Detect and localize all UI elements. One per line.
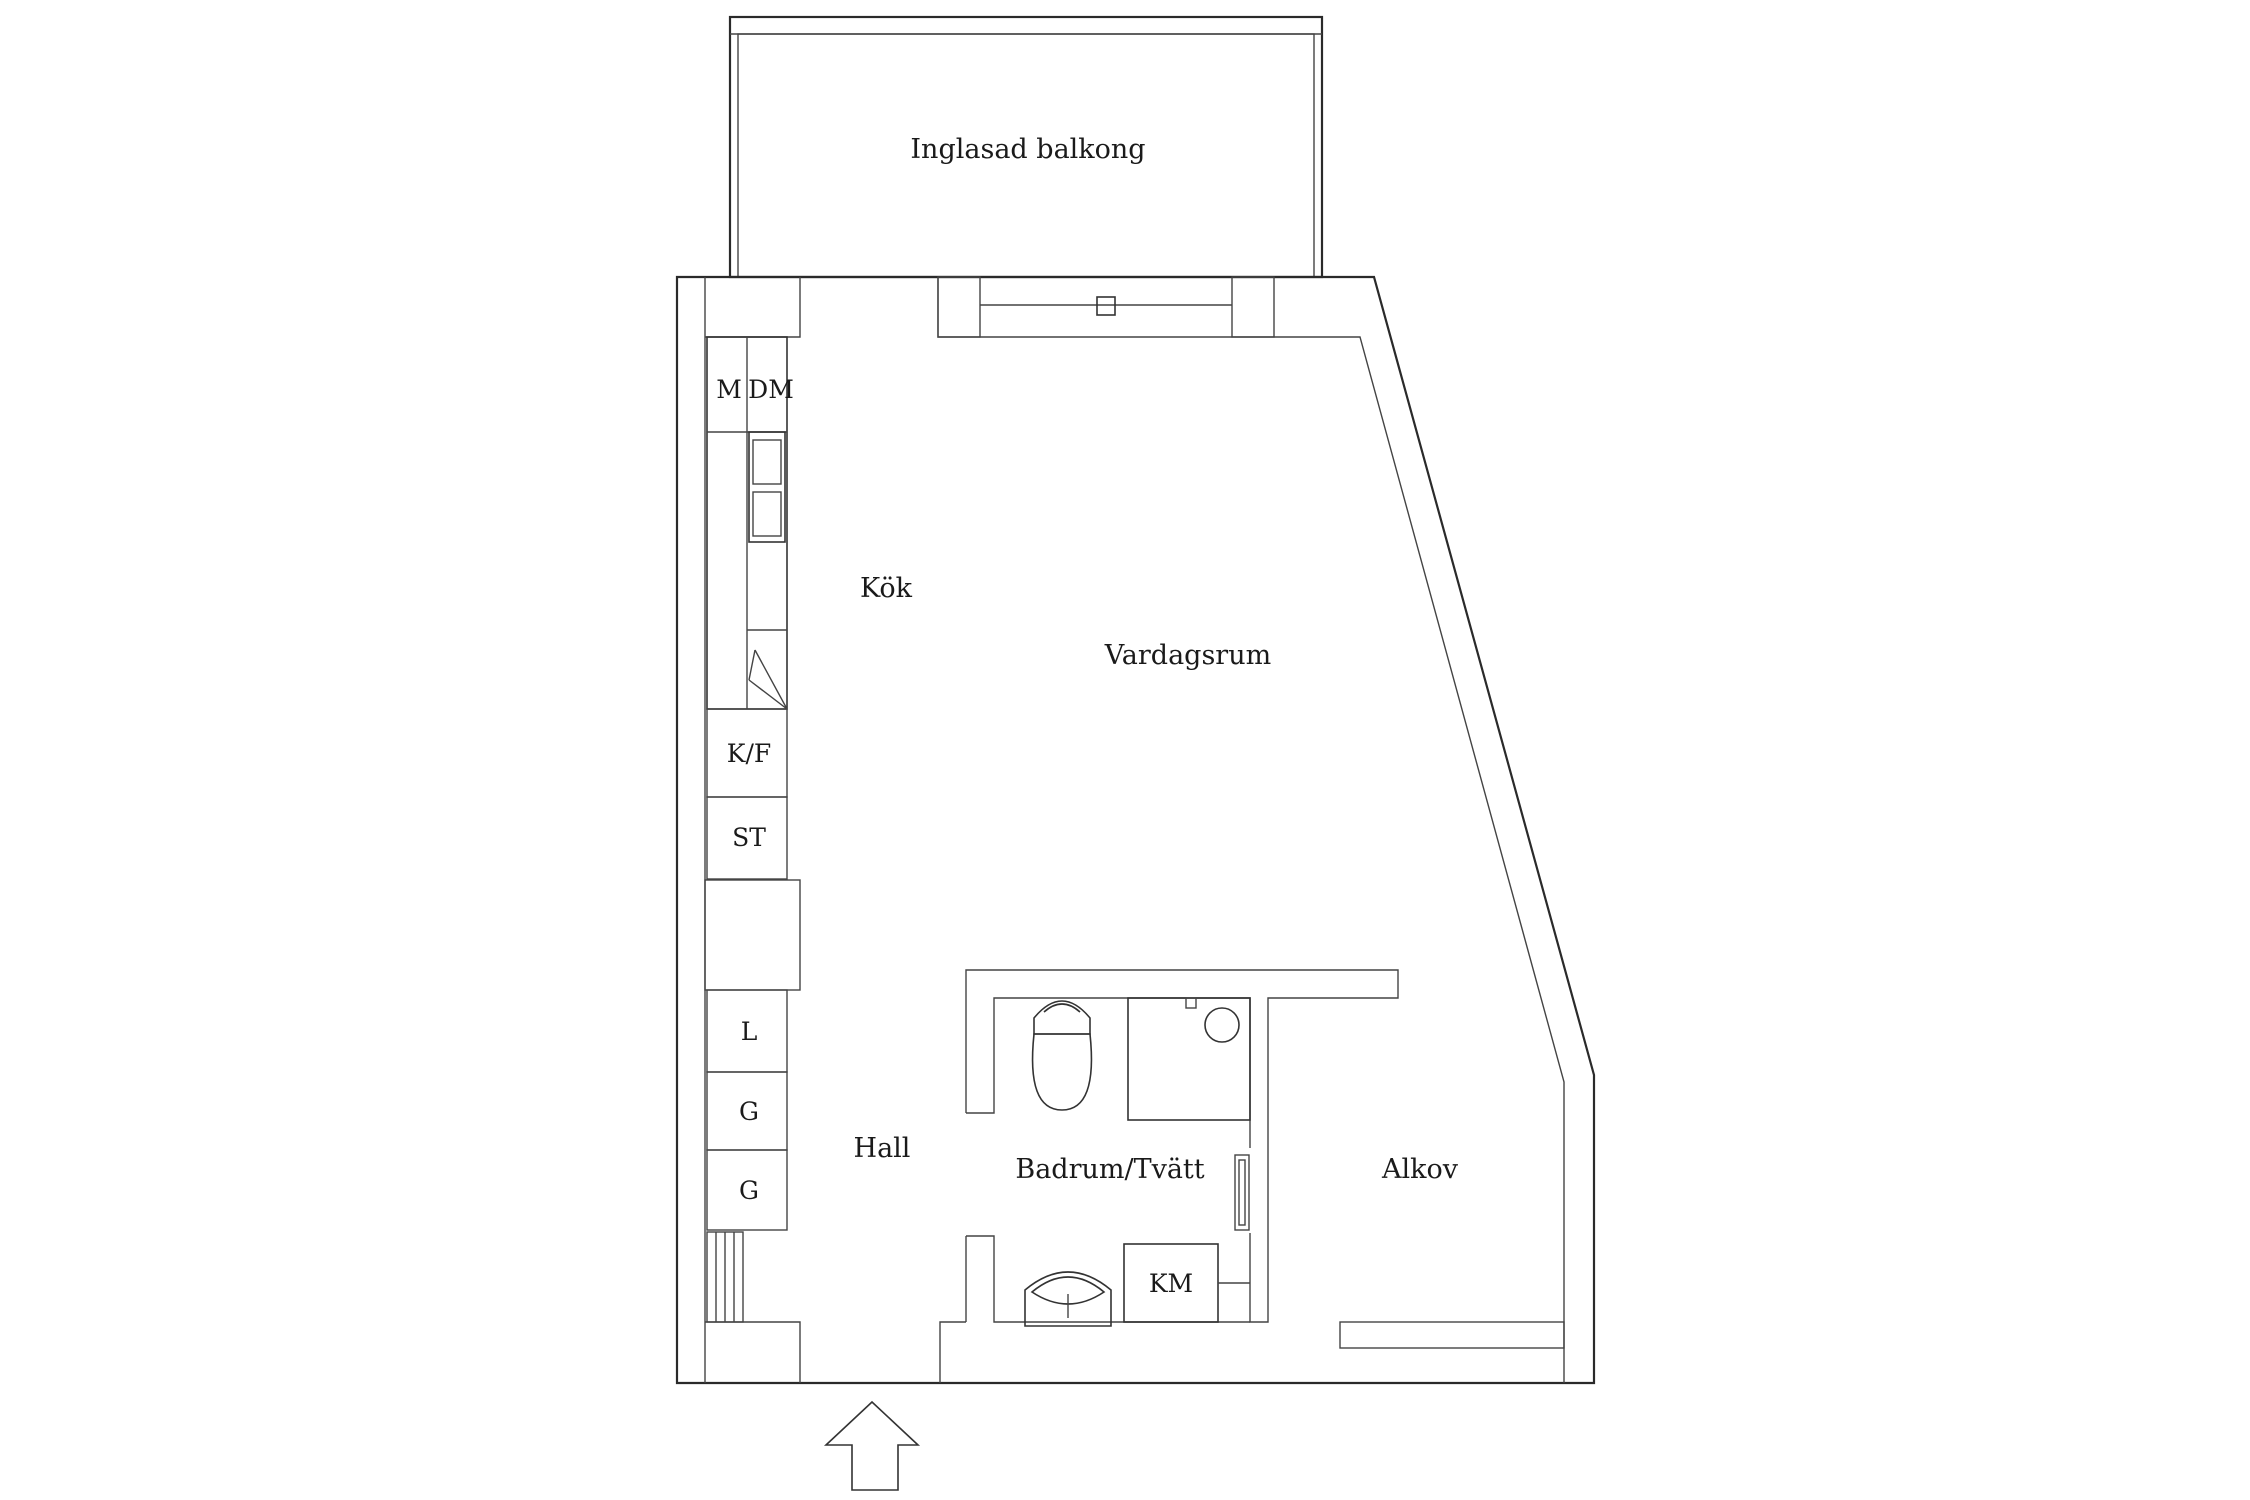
toilet — [1031, 1000, 1093, 1111]
label-wardrobe-2: G — [739, 1176, 759, 1205]
towel-rail — [1234, 1154, 1250, 1231]
label-linen: L — [741, 1017, 758, 1046]
label-storage: ST — [732, 823, 766, 852]
label-wardrobe-1: G — [739, 1097, 759, 1126]
washing-machine — [1123, 1243, 1250, 1323]
room-label-kitchen: Kök — [860, 573, 913, 604]
label-dishwasher: DM — [748, 375, 794, 404]
label-microwave: M — [716, 375, 742, 404]
washbasin — [1024, 1271, 1112, 1327]
room-label-living: Vardagsrum — [1104, 640, 1271, 671]
label-fridge-freezer: K/F — [727, 739, 771, 768]
room-label-bathroom: Badrum/Tvätt — [1015, 1154, 1204, 1185]
room-label-hall: Hall — [854, 1133, 911, 1164]
room-label-balcony: Inglasad balkong — [910, 134, 1145, 165]
entrance-arrow-icon — [823, 1400, 921, 1491]
room-label-alcove: Alkov — [1381, 1154, 1459, 1185]
label-washing-machine: KM — [1149, 1269, 1193, 1298]
outer-walls — [675, 275, 1596, 1385]
cabinets — [706, 708, 788, 1323]
shower — [1127, 997, 1251, 1121]
wall-segments — [704, 276, 1565, 1383]
